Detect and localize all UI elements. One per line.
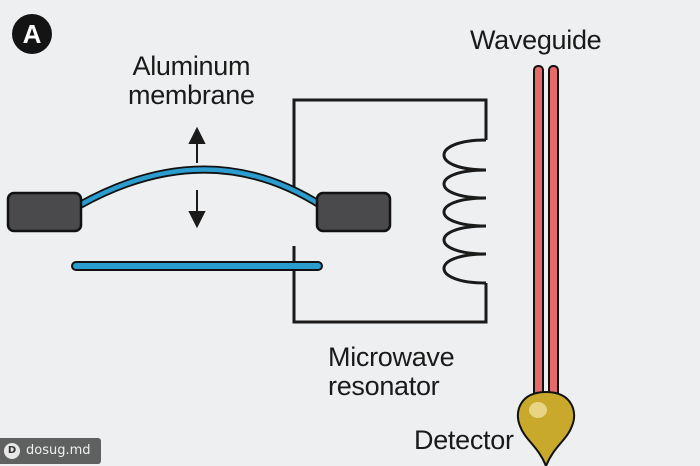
aluminum-membrane-fill bbox=[77, 167, 325, 209]
membrane-label: Aluminum membrane bbox=[128, 52, 255, 110]
detector-body bbox=[516, 390, 576, 466]
circuit-bottom-wire bbox=[292, 246, 488, 324]
waveguide bbox=[533, 65, 559, 407]
inductor-coil bbox=[442, 138, 487, 285]
membrane-label-line1: Aluminum bbox=[132, 51, 251, 81]
left-clamp bbox=[6, 191, 83, 233]
capacitor-bottom-plate bbox=[71, 261, 323, 271]
detector bbox=[516, 390, 576, 466]
arrow-down-icon bbox=[188, 211, 206, 229]
watermark-logo-icon: D bbox=[4, 442, 20, 459]
waveguide-label: Waveguide bbox=[470, 25, 602, 55]
panel-badge: A bbox=[12, 14, 52, 54]
resonator-label-line1: Microwave bbox=[328, 342, 455, 372]
arrow-up-icon bbox=[188, 126, 206, 144]
resonator-circuit bbox=[292, 98, 488, 324]
detector-label: Detector bbox=[414, 425, 514, 455]
resonator-label-line2: resonator bbox=[328, 371, 440, 401]
watermark-text: dosug.md bbox=[26, 443, 91, 458]
membrane-label-line2: membrane bbox=[128, 80, 255, 110]
right-clamp bbox=[315, 191, 392, 233]
resonator-label: Microwave resonator bbox=[328, 342, 455, 401]
motion-arrow bbox=[188, 126, 206, 229]
circuit-top-wire bbox=[292, 98, 488, 193]
